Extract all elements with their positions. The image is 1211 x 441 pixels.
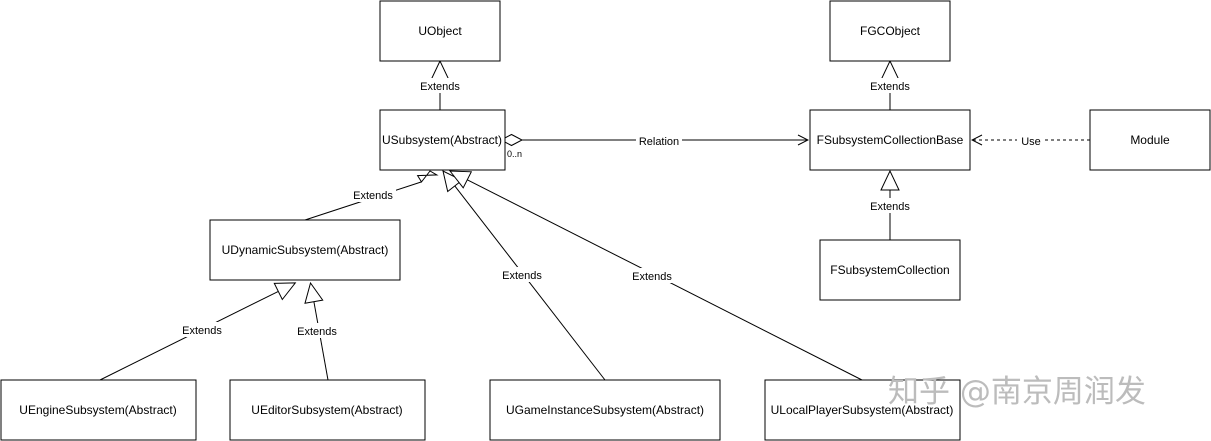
label-extends-fgcobject: Extends [870, 81, 910, 93]
inheritance-arrow-ueditor [304, 281, 324, 304]
label-extends-ugame: Extends [502, 270, 542, 282]
label-extends-ulocal: Extends [632, 271, 672, 283]
class-fsubsystem-collection: FSubsystemCollection [819, 239, 961, 301]
edge-ueditor-udynamic [313, 301, 329, 381]
inheritance-arrow-uobject [430, 59, 450, 81]
class-fsc-label: FSubsystemCollection [830, 263, 949, 277]
watermark: 知乎 @南京周润发 [888, 374, 1146, 410]
class-fscb-label: FSubsystemCollectionBase [817, 133, 964, 147]
class-udynamic-label: UDynamicSubsystem(Abstract) [222, 243, 389, 257]
edge-labels: Extends Extends Extends Relation Use 0..… [179, 78, 1045, 338]
label-extends-uobject: Extends [420, 81, 460, 93]
label-extends-uengine: Extends [182, 325, 222, 337]
aggregation-diamond [499, 133, 524, 147]
label-extends-udynamic: Extends [353, 190, 393, 202]
class-fgcobject-label: FGCObject [860, 24, 921, 38]
inheritance-arrow-ugame [442, 170, 463, 193]
class-ueditor-subsystem: UEditorSubsystem(Abstract) [229, 379, 426, 441]
label-relation: Relation [639, 136, 679, 148]
inheritance-arrow-fgcobject [880, 59, 900, 81]
inheritance-arrow-udynamic [416, 170, 439, 183]
edge-ugame-usubsystem [454, 185, 606, 381]
label-extends-fscb: Extends [870, 201, 910, 213]
inheritance-arrow-fscb [880, 169, 900, 191]
class-uengine-label: UEngineSubsystem(Abstract) [19, 403, 176, 417]
label-use: Use [1021, 136, 1041, 148]
class-uobject-label: UObject [418, 24, 462, 38]
class-module: Module [1089, 109, 1211, 171]
class-usubsystem: USubsystem(Abstract) [379, 109, 506, 171]
class-udynamic-subsystem: UDynamicSubsystem(Abstract) [209, 219, 401, 281]
class-uobject: UObject [379, 0, 501, 62]
class-module-label: Module [1130, 133, 1170, 147]
class-uengine-subsystem: UEngineSubsystem(Abstract) [0, 379, 197, 441]
label-multiplicity: 0..n [507, 149, 522, 159]
class-ulocal-player-subsystem: ULocalPlayerSubsystem(Abstract) [764, 379, 961, 441]
inheritance-arrow-uengine [273, 282, 297, 301]
label-extends-ueditor: Extends [297, 326, 337, 338]
class-usubsystem-label: USubsystem(Abstract) [382, 133, 502, 147]
inheritance-arrow-ulocal [448, 170, 473, 189]
class-ugame-label: UGameInstanceSubsystem(Abstract) [506, 403, 704, 417]
class-ulocal-label: ULocalPlayerSubsystem(Abstract) [771, 403, 954, 417]
class-fgcobject: FGCObject [829, 0, 951, 62]
class-ueditor-label: UEditorSubsystem(Abstract) [251, 403, 402, 417]
class-fsubsystem-collection-base: FSubsystemCollectionBase [809, 109, 971, 171]
class-ugame-instance-subsystem: UGameInstanceSubsystem(Abstract) [489, 379, 721, 441]
